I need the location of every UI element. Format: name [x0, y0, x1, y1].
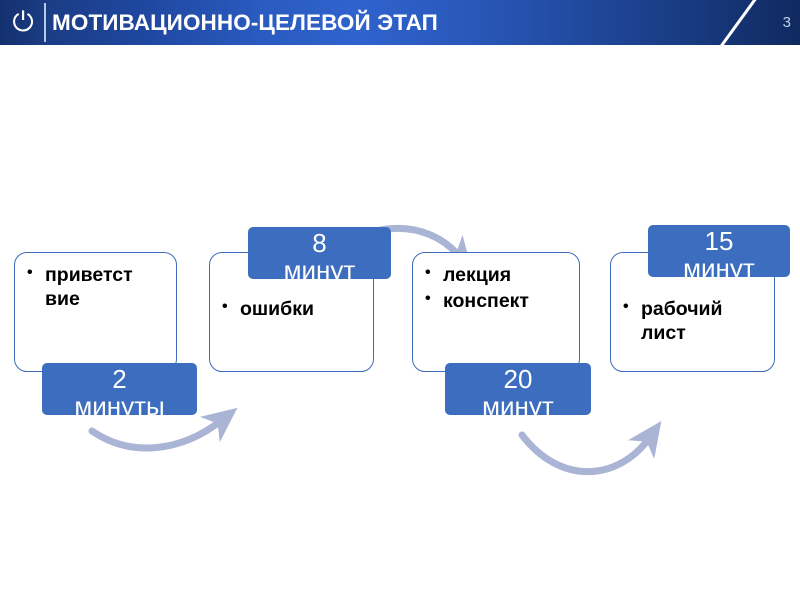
time-badge-lecture: 20 минут [445, 363, 591, 415]
slide-number: 3 [782, 14, 791, 31]
bullet-list-mistakes: ошибки [220, 297, 365, 324]
time-badge-number: 2 [112, 364, 127, 394]
step-box-greeting[interactable]: приветст вие [14, 252, 177, 372]
time-badge-number: 20 [503, 364, 533, 394]
slide-canvas: приветст вие 2 минуты ошибки 8 минут лек… [0, 45, 800, 600]
arrow-lecture-to-worksheet [518, 421, 662, 476]
header-divider [44, 3, 46, 42]
list-item: ошибки [220, 297, 365, 322]
time-badge-number: 15 [704, 226, 734, 256]
time-badge-unit: минуты [74, 390, 165, 415]
page-title: МОТИВАЦИОННО-ЦЕЛЕВОЙ ЭТАП [52, 9, 438, 35]
header-slash-decoration [715, 0, 758, 45]
time-badge-greeting: 2 минуты [42, 363, 197, 415]
bullet-list-worksheet: рабочий лист [621, 297, 766, 348]
time-badge-unit: минут [482, 390, 554, 415]
time-badge-worksheet: 15 минут [648, 225, 790, 277]
arrow-greeting-to-mistakes [88, 407, 238, 452]
time-badge-unit: минут [683, 252, 755, 277]
bullet-list-lecture: лекция конспект [423, 263, 571, 316]
bullet-list-greeting: приветст вие [25, 263, 168, 314]
step-box-lecture[interactable]: лекция конспект [412, 252, 580, 372]
list-item: конспект [423, 289, 571, 314]
time-badge-mistakes: 8 минут [248, 227, 391, 279]
list-item: рабочий лист [621, 297, 766, 346]
time-badge-unit: минут [283, 254, 356, 279]
list-item: приветст вие [25, 263, 168, 312]
slide-header-bar: ⏻ МОТИВАЦИОННО-ЦЕЛЕВОЙ ЭТАП 3 [0, 0, 800, 45]
power-icon: ⏻ [12, 6, 34, 37]
time-badge-number: 8 [312, 228, 327, 258]
list-item: лекция [423, 263, 571, 288]
